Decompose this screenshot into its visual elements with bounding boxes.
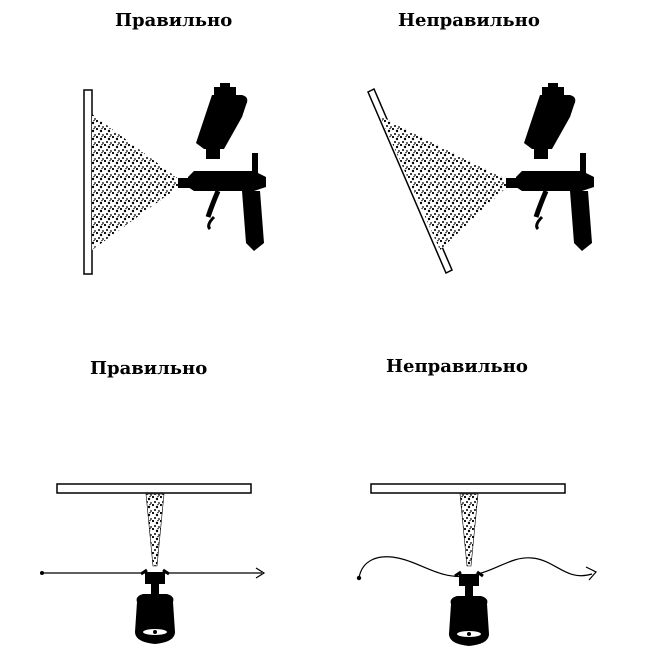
- spray-gun-side-view-icon: [506, 83, 594, 251]
- spray-fan: [459, 493, 479, 567]
- bottom-incorrect-label: Неправильно: [386, 356, 528, 377]
- arrow-head-icon: [255, 567, 266, 579]
- surface-panel: [370, 483, 566, 494]
- spray-fan: [145, 493, 165, 567]
- bottom-incorrect-illustration: [356, 483, 597, 648]
- bottom-correct-illustration: [40, 483, 266, 646]
- surface-panel: [56, 483, 252, 494]
- spray-gun-side-view-icon: [178, 83, 266, 251]
- arrow-head-icon: [585, 566, 597, 581]
- top-incorrect-label: Неправильно: [398, 10, 540, 31]
- bottom-correct-label: Правильно: [90, 358, 208, 379]
- surface-panel: [83, 89, 93, 275]
- top-correct-label: Правильно: [115, 10, 233, 31]
- spray-cone: [380, 116, 508, 250]
- spray-gun-front-view-icon: [133, 568, 177, 646]
- spray-gun-front-view-icon: [447, 570, 491, 648]
- top-correct-illustration: [83, 83, 266, 275]
- top-incorrect-illustration: [367, 83, 594, 275]
- spray-cone: [92, 114, 180, 250]
